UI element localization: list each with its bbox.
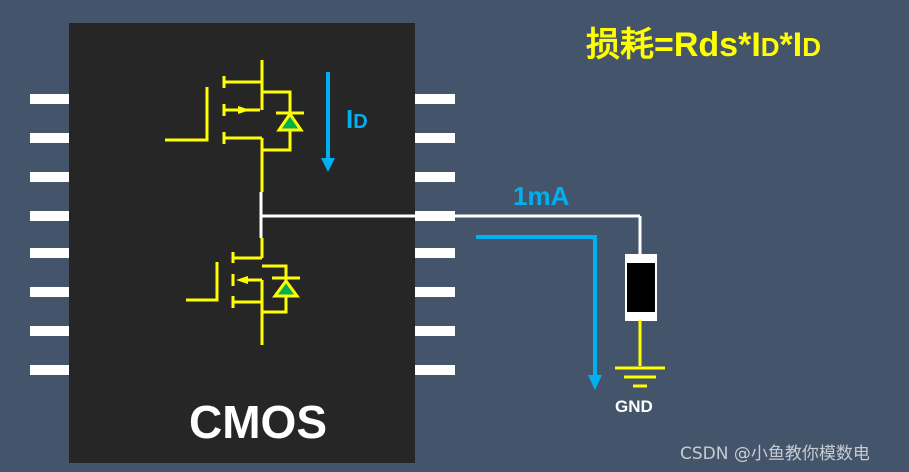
nmos-arrow-icon: [236, 276, 248, 284]
load-resistor: [625, 254, 657, 321]
right-pin: [415, 365, 455, 375]
pmos-gate-lead: [165, 87, 209, 142]
left-pin: [30, 133, 69, 143]
chip-label: CMOS: [189, 396, 327, 448]
left-pin: [30, 326, 69, 336]
id-current-arrow: [321, 72, 335, 172]
left-pin: [30, 248, 69, 258]
right-pin: [415, 287, 455, 297]
right-pin: [415, 172, 455, 182]
output-node-wire: [259, 192, 642, 255]
ground-symbol-icon: [615, 320, 665, 388]
chip-body: [69, 23, 415, 463]
gnd-label: GND: [615, 397, 653, 416]
arrowhead-down-icon: [321, 158, 335, 172]
right-pin: [415, 326, 455, 336]
right-pin: [415, 248, 455, 258]
right-pin: [415, 94, 455, 104]
left-pin: [30, 172, 69, 182]
watermark: CSDN @小鱼教你模数电: [680, 444, 870, 464]
id-current-label: ID: [346, 104, 368, 134]
left-pin: [30, 94, 69, 104]
power-loss-formula: 损耗=Rds*ID*ID: [586, 26, 821, 64]
right-pin: [415, 133, 455, 143]
pmos-diode-icon: [276, 111, 304, 132]
right-pins: [415, 94, 455, 375]
left-pin: [30, 365, 69, 375]
nmos-transistor: [186, 238, 300, 345]
left-pins: [30, 94, 69, 375]
left-pin: [30, 211, 69, 221]
right-pin-output: [415, 211, 455, 221]
nmos-diode-icon: [272, 278, 300, 298]
branch-current-label: 1mA: [513, 181, 570, 211]
left-pin: [30, 287, 69, 297]
nmos-gate-lead: [186, 262, 219, 302]
pmos-arrow-icon: [238, 106, 250, 114]
arrowhead-down-icon: [588, 375, 602, 390]
load-current-arrow: [476, 235, 602, 390]
